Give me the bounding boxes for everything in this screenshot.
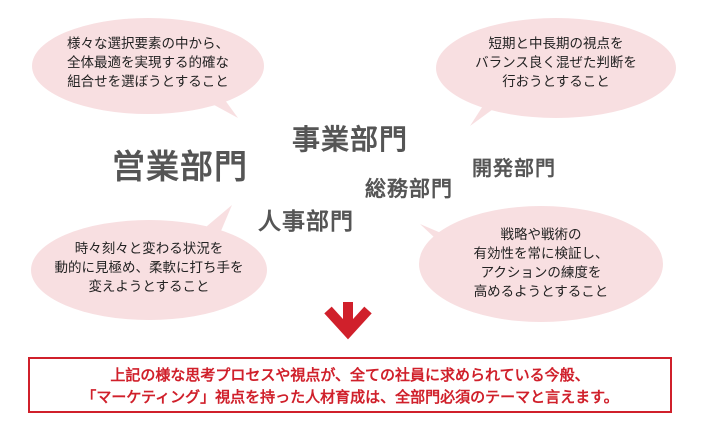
- bubble-line: 有効性を常に検証し、: [473, 246, 609, 262]
- dept-general-affairs: 総務部門: [365, 177, 453, 201]
- bubble-top-right: 短期と中長期の視点を バランス良く混ぜた判断を 行おうとすること: [450, 35, 662, 92]
- bubble-line: 動的に見極め、柔軟に打ち手を: [54, 260, 244, 276]
- bubble-line: 戦略や戦術の: [500, 227, 582, 243]
- conclusion-box: 上記の様な思考プロセスや視点が、全ての社員に求められている今般、 「マーケティン…: [28, 357, 672, 413]
- bubble-top-left-shape: [32, 18, 264, 118]
- bubble-line: 組合せを選ぼうとすること: [67, 74, 229, 90]
- bubble-line: 時々刻々と変わる状況を: [74, 241, 224, 257]
- conclusion-line-1: 上記の様な思考プロセスや視点が、全ての社員に求められている今般、: [110, 366, 590, 384]
- dept-development: 開発部門: [472, 156, 556, 180]
- bubble-line: 全体最適を実現する的確な: [67, 55, 229, 71]
- bubble-bottom-left: 時々刻々と変わる状況を 動的に見極め、柔軟に打ち手を 変えようとすること: [40, 240, 258, 297]
- conclusion-line-2: 「マーケティング」視点を持った人材育成は、全部門必須のテーマと言えます。: [81, 388, 619, 406]
- bubble-line: 変えようとすること: [88, 279, 210, 295]
- bubble-line: アクションの練度を: [480, 265, 602, 281]
- bubble-top-left: 様々な選択要素の中から、 全体最適を実現する的確な 組合せを選ぼうとすること: [40, 35, 256, 92]
- bubble-bottom-right: 戦略や戦術の 有効性を常に検証し、 アクションの練度を 高めるようとすること: [430, 226, 652, 302]
- bubble-top-right-shape: [436, 18, 676, 126]
- down-arrow-icon: [324, 302, 372, 340]
- dept-business: 事業部門: [292, 123, 409, 156]
- bubble-bottom-left-shape: [31, 205, 267, 320]
- bubble-line: 短期と中長期の視点を: [488, 36, 624, 52]
- bubble-line: 高めるようとすること: [473, 284, 609, 300]
- bubble-line: 様々な選択要素の中から、: [67, 36, 229, 52]
- bubble-line: バランス良く混ぜた判断を: [475, 55, 637, 71]
- dept-hr: 人事部門: [258, 209, 354, 235]
- bubble-line: 行おうとすること: [502, 74, 610, 90]
- dept-sales: 営業部門: [112, 147, 248, 186]
- bubble-bottom-right-shape: [419, 206, 663, 322]
